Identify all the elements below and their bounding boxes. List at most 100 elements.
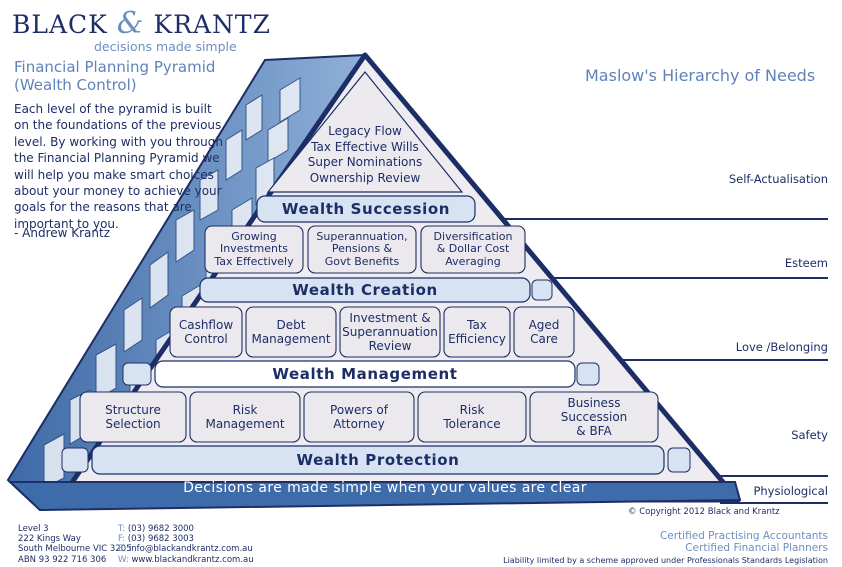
contact-label: E:	[118, 544, 127, 555]
top-box-line: Super Nominations	[307, 155, 423, 169]
pyramid-box-cashflow: Cashflow Control	[170, 307, 242, 357]
pyramid-box-investment-review: Investment & Superannuation Review	[340, 307, 440, 357]
credential-line: Certified Practising Accountants	[659, 530, 828, 542]
box-line: Attorney	[333, 417, 385, 431]
maslow-level-love-belonging: Love /Belonging	[735, 340, 828, 354]
pyramid-box-diversification: Diversification & Dollar Cost Averaging	[421, 226, 525, 273]
box-line: Investments	[219, 242, 289, 256]
box-line: Superannuation	[342, 325, 438, 339]
footer-credentials: Certified Practising Accountants Certifi…	[660, 530, 828, 554]
maslow-level-self-actualisation: Self-Actualisation	[728, 172, 828, 186]
pyramid-box-aged-care: Aged Care	[514, 307, 574, 357]
box-line: Growing	[231, 229, 277, 243]
box-line: Cashflow	[178, 317, 234, 332]
box-line: Review	[368, 339, 412, 353]
box-line: Succession	[560, 410, 628, 424]
box-line: Selection	[105, 417, 161, 431]
pyramid-box-growing-investments: Growing Investments Tax Effectively	[205, 226, 303, 273]
pyramid-box-superannuation: Superannuation, Pensions & Govt Benefits	[308, 226, 416, 273]
contact-phone: T: (03) 9682 3000	[118, 524, 254, 534]
contact-value: (03) 9682 3000	[127, 524, 194, 534]
box-line: Business	[567, 396, 621, 410]
top-box-line: Legacy Flow	[328, 124, 402, 138]
band-wealth-management: Wealth Management	[272, 365, 458, 383]
website-link[interactable]: www.blackandkrantz.com.au	[131, 554, 254, 565]
address-line: South Melbourne VIC 3205	[18, 544, 132, 555]
author-attribution: - Andrew Krantz	[14, 226, 111, 240]
top-box-line: Ownership Review	[309, 170, 421, 185]
box-line: Efficiency	[448, 332, 506, 346]
box-line: Investment &	[349, 311, 431, 325]
footer-contact: T: (03) 9682 3000 F: (03) 9682 3003 E: i…	[118, 524, 254, 565]
maslow-title: Maslow's Hierarchy of Needs	[585, 66, 816, 85]
pyramid-box-debt: Debt Management	[246, 307, 336, 357]
contact-value: (03) 9682 3003	[127, 534, 194, 545]
box-line: Care	[530, 332, 558, 346]
contact-email[interactable]: E: info@blackandkrantz.com.au	[118, 544, 254, 554]
footer-address: Level 3 222 Kings Way South Melbourne VI…	[18, 524, 132, 565]
address-line: 222 Kings Way	[18, 534, 81, 545]
brand-name: Black & Krantz	[12, 6, 270, 41]
contact-fax: F: (03) 9682 3003	[118, 534, 254, 544]
pyramid-top-box: Legacy Flow Tax Effective Wills Super No…	[295, 122, 435, 188]
band-wealth-succession: Wealth Succession	[281, 200, 451, 218]
box-line: Tax	[467, 317, 487, 332]
box-line: Diversification	[433, 229, 513, 243]
pyramid-base	[7, 481, 742, 512]
box-line: Tax Effectively	[214, 254, 294, 268]
box-line: Averaging	[445, 254, 501, 268]
pyramid-box-business-succession: Business Succession & BFA	[530, 392, 658, 442]
box-line: Tolerance	[443, 417, 501, 431]
brand-ampersand: &	[116, 6, 145, 41]
box-line: Pensions &	[331, 242, 393, 256]
box-line: Powers of	[330, 402, 388, 417]
band-management-bg	[154, 360, 576, 388]
box-line: Govt Benefits	[324, 254, 400, 268]
band-creation-bg	[199, 277, 531, 303]
brand-name-part2: Krantz	[153, 10, 271, 39]
maslow-level-safety: Safety	[791, 428, 828, 442]
pyramid-box-risk-management: Risk Management	[190, 392, 300, 442]
credential-line: Certified Financial Planners	[685, 542, 828, 554]
box-line: Risk	[232, 402, 258, 417]
pyramid-base-text: Decisions are made simple when your valu…	[183, 480, 587, 496]
maslow-level-esteem: Esteem	[784, 256, 828, 270]
box-line: Aged	[528, 317, 560, 332]
pyramid-box-tax-efficiency: Tax Efficiency	[444, 307, 510, 357]
box-line: Risk	[459, 402, 485, 417]
pyramid-box-structure-selection: Structure Selection	[80, 392, 186, 442]
band-succession-bg	[256, 195, 476, 223]
box-line: Structure	[105, 402, 161, 417]
address-line: ABN 93 922 716 306	[18, 554, 107, 565]
brand-name-part1: Black	[12, 10, 108, 39]
box-line: Management	[205, 417, 285, 431]
band-protection-bg	[91, 445, 665, 475]
contact-label: T:	[118, 524, 126, 534]
brand-tagline: decisions made simple	[94, 39, 237, 54]
contact-website[interactable]: W: www.blackandkrantz.com.au	[118, 555, 254, 565]
contact-label: W:	[118, 554, 129, 565]
pyramid-box-risk-tolerance: Risk Tolerance	[418, 392, 526, 442]
liability-notice: Liability limited by a scheme approved u…	[503, 556, 828, 565]
top-box-line: Tax Effective Wills	[311, 139, 419, 154]
copyright-notice: © Copyright 2012 Black and Krantz	[628, 507, 780, 517]
pyramid-title-line1: Financial Planning Pyramid	[14, 58, 216, 76]
address-line: Level 3	[18, 524, 49, 534]
band-wealth-creation: Wealth Creation	[292, 281, 438, 299]
box-line: Management	[251, 332, 331, 346]
box-line: Debt	[276, 317, 306, 332]
email-link[interactable]: info@blackandkrantz.com.au	[128, 544, 253, 555]
box-line: Control	[184, 332, 228, 346]
contact-label: F:	[118, 534, 126, 545]
brand-logo: Black & Krantz decisions made simple	[12, 6, 270, 54]
pyramid-title-line2: (Wealth Control)	[14, 76, 137, 94]
box-line: & Dollar Cost	[436, 242, 510, 256]
pyramid-box-powers-of-attorney: Powers of Attorney	[304, 392, 414, 442]
maslow-level-physiological: Physiological	[753, 484, 828, 498]
pyramid-title: Financial Planning Pyramid (Wealth Contr…	[14, 58, 215, 94]
intro-paragraph: Each level of the pyramid is built on th…	[14, 102, 224, 231]
box-line: Superannuation,	[316, 229, 408, 243]
band-wealth-protection: Wealth Protection	[296, 451, 460, 469]
box-line: & BFA	[576, 424, 612, 438]
